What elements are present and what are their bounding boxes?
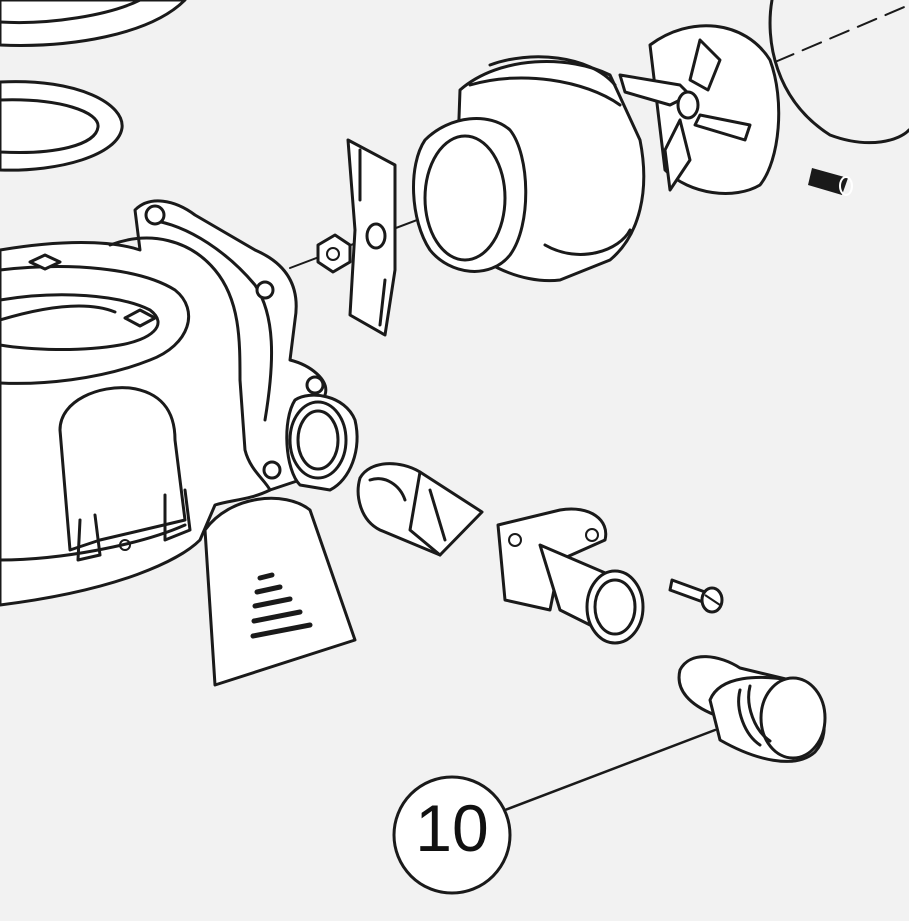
small-spring xyxy=(808,168,853,196)
outlet-o-ring xyxy=(285,393,359,492)
flange-fitting xyxy=(496,507,645,645)
diaphragm xyxy=(768,0,909,145)
callout-10 xyxy=(392,728,717,895)
callout-label: 10 xyxy=(415,791,489,865)
pump-housing xyxy=(412,55,646,283)
cover-stripes xyxy=(250,572,313,639)
hex-nut xyxy=(316,233,352,274)
top-housing-part xyxy=(0,0,187,47)
plug-part-10 xyxy=(677,655,827,763)
valve-body xyxy=(0,199,328,607)
screw xyxy=(668,578,724,614)
valve-cover xyxy=(203,496,357,687)
check-valve xyxy=(356,462,484,557)
impeller xyxy=(618,24,781,195)
flapper-plate xyxy=(346,138,397,337)
gasket-ring xyxy=(0,80,124,172)
